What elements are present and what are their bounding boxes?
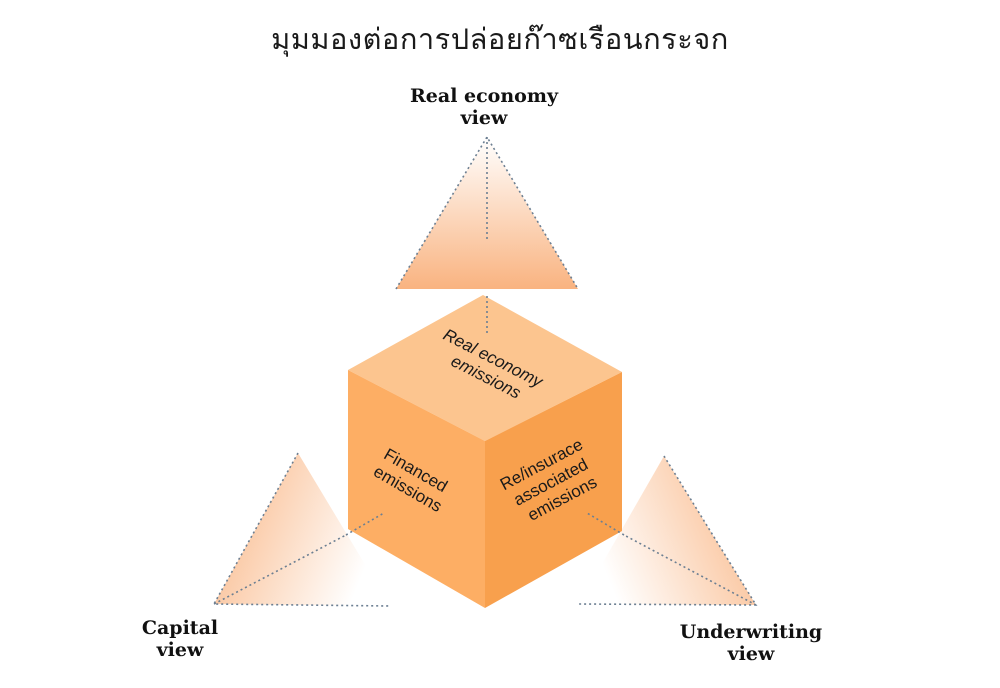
cube-top-face (348, 295, 622, 441)
real-economy-view-label: Real economy view (410, 85, 558, 129)
cube-left-face (348, 370, 485, 608)
real-economy-view-triangle (395, 135, 579, 290)
capital-view-triangle (212, 452, 391, 607)
page-title: มุมมองต่อการปล่อยก๊าซเรือนกระจก (271, 22, 729, 56)
cube-right-face (485, 372, 622, 608)
capital-view-label: Capital view (141, 617, 219, 661)
underwriting-view-label: Underwriting view (679, 621, 823, 665)
underwriting-view-triangle (578, 455, 758, 606)
